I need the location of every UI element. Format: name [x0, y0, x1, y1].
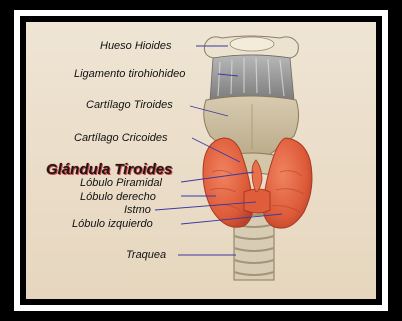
- thyrohyoid-ligament: [210, 55, 294, 100]
- label-lobulo-derecho: Lóbulo derecho: [80, 192, 156, 203]
- label-glandula-tiroides: Glándula Tiroides: [46, 162, 172, 177]
- label-ligamento-suffix: tirohiohideo: [128, 68, 185, 80]
- label-lobulo-piramidal: Lóbulo Piramidal: [80, 178, 162, 189]
- label-ligamento: Ligamento tirohiohideo: [74, 69, 185, 80]
- label-ligamento-prefix: Ligamento: [74, 68, 125, 80]
- label-cartilago-cricoides: Cartílago Cricoides: [74, 133, 168, 144]
- label-istmo: Istmo: [124, 205, 151, 216]
- thyroid-isthmus: [244, 189, 270, 213]
- label-traquea: Traquea: [126, 250, 166, 261]
- label-cartilago-tiroides: Cartílago Tiroides: [86, 100, 173, 111]
- label-hueso-hioides: Hueso Hioides: [100, 41, 172, 52]
- label-lobulo-izquierdo: Lóbulo izquierdo: [72, 219, 153, 230]
